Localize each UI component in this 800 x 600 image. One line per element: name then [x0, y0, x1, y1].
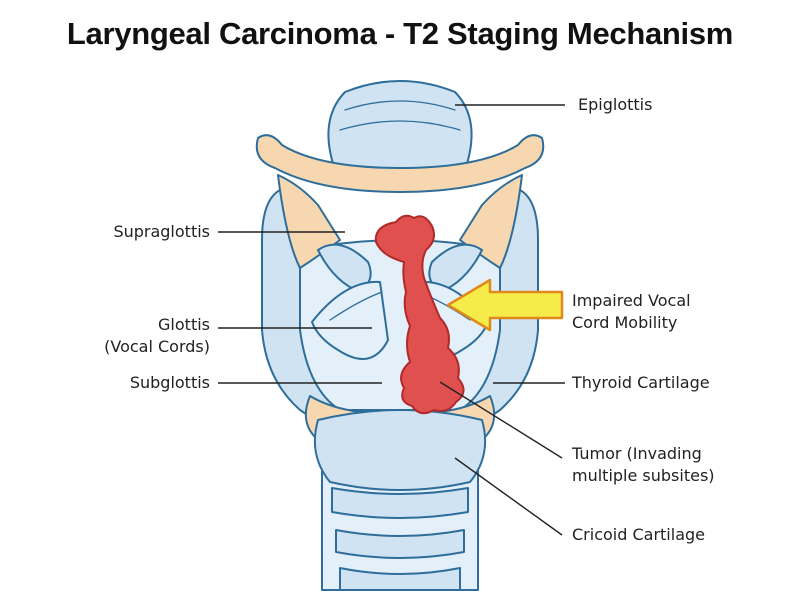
label-glottis: Glottis (Vocal Cords) — [104, 314, 210, 358]
label-epiglottis: Epiglottis — [578, 95, 653, 114]
label-cricoid-cartilage: Cricoid Cartilage — [572, 525, 705, 544]
label-thyroid-cartilage: Thyroid Cartilage — [572, 373, 710, 392]
label-subglottis: Subglottis — [129, 373, 210, 392]
label-glottis-line2: (Vocal Cords) — [104, 337, 210, 356]
label-tumor-line2: multiple subsites) — [572, 466, 715, 485]
vocal-cord-left — [311, 280, 389, 360]
label-impaired-mobility: Impaired Vocal Cord Mobility — [572, 290, 691, 334]
label-glottis-line1: Glottis — [158, 315, 210, 334]
trachea — [321, 469, 479, 591]
leader-cricoid — [454, 457, 563, 536]
tumor — [374, 214, 465, 415]
diagram-title: Laryngeal Carcinoma - T2 Staging Mechani… — [66, 16, 734, 51]
hyoid-bone — [255, 134, 545, 193]
cricoid-cartilage — [313, 409, 487, 491]
label-tumor: Tumor (Invading multiple subsites) — [572, 443, 715, 487]
label-impaired-line2: Cord Mobility — [572, 313, 678, 332]
supraglottic-tissue-right — [459, 174, 523, 269]
label-impaired-line1: Impaired Vocal — [572, 291, 691, 310]
leader-tumor — [439, 381, 563, 459]
label-supraglottis: Supraglottis — [113, 222, 210, 241]
label-tumor-line1: Tumor (Invading — [572, 444, 702, 463]
impaired-mobility-arrow — [446, 278, 564, 332]
supraglottic-tissue — [277, 174, 341, 269]
